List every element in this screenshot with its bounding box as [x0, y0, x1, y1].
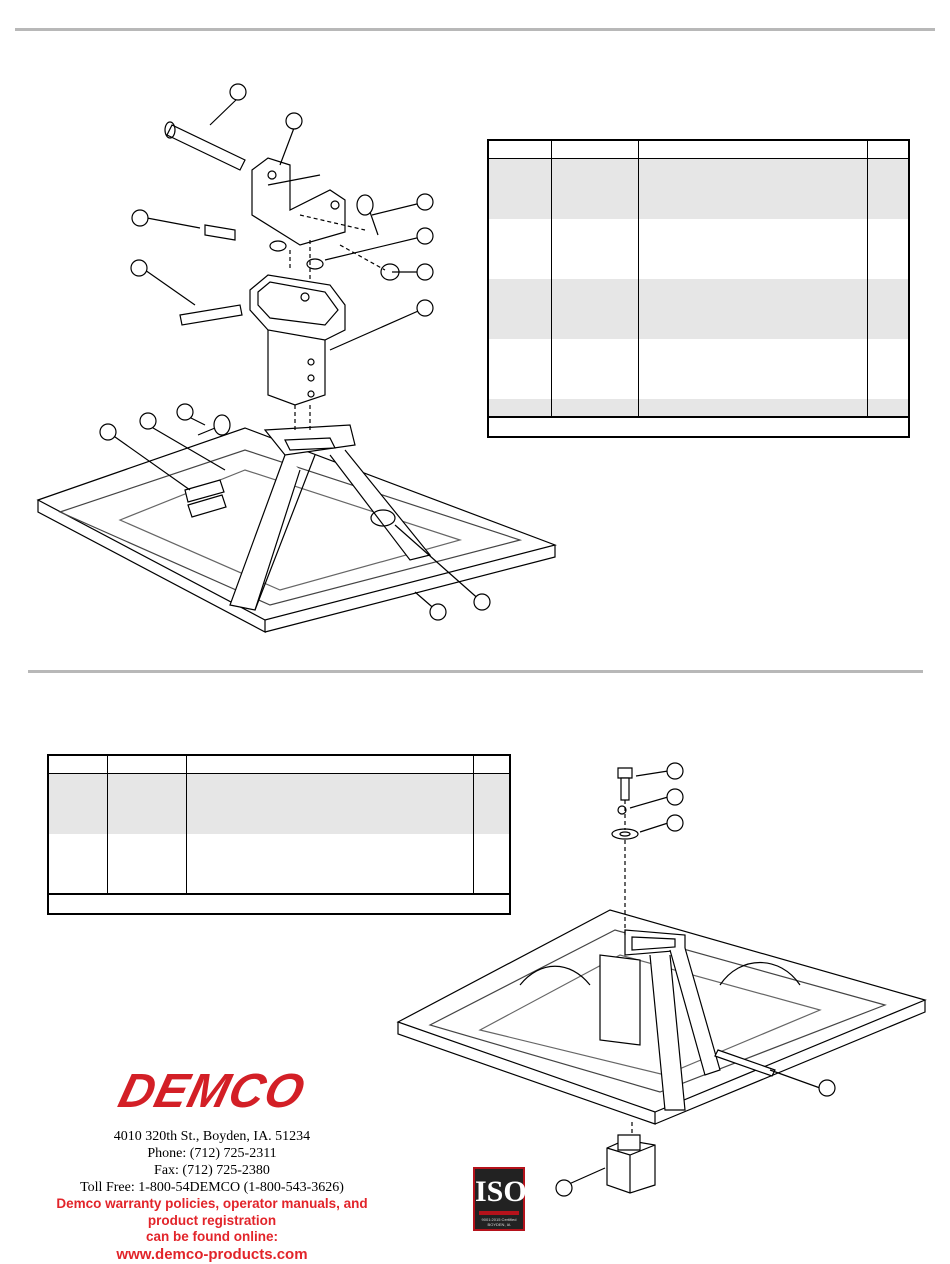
upper-assembly-diagram	[30, 80, 570, 640]
header-cell	[107, 754, 187, 774]
website-link[interactable]: www.demco-products.com	[116, 1245, 308, 1263]
header-cell	[186, 754, 474, 774]
iso-certified-text: 9001:2015 Certified	[481, 1217, 517, 1222]
header-cell	[47, 754, 108, 774]
warranty-note-line1: Demco warranty policies, operator manual…	[56, 1196, 368, 1228]
company-fax: Fax: (712) 725-2380	[154, 1163, 270, 1178]
table-row	[487, 158, 910, 219]
top-divider	[15, 28, 935, 31]
header-cell	[638, 139, 868, 159]
company-address: 4010 320th St., Boyden, IA. 51234	[113, 1129, 311, 1144]
header-cell	[473, 754, 511, 774]
table-footer-row	[487, 415, 910, 437]
company-footer: DEMCO 4010 320th St., Boyden, IA. 51234 …	[30, 1065, 394, 1264]
table-row	[487, 338, 910, 399]
table-row	[487, 398, 910, 417]
table-row	[487, 218, 910, 279]
iso-mark: ISO	[475, 1175, 527, 1208]
table-row	[47, 833, 511, 894]
upper-parts-table	[487, 139, 910, 438]
table-row	[47, 773, 511, 834]
header-cell	[867, 139, 910, 159]
iso-certification-badge: ISO 9001:2015 Certified BOYDEN, IA	[473, 1167, 527, 1231]
lower-assembly-diagram	[390, 755, 935, 1240]
company-toll-free: Toll Free: 1-800-54DEMCO (1-800-543-3626…	[80, 1180, 344, 1195]
iso-stripe	[479, 1211, 519, 1215]
lower-parts-table	[47, 754, 511, 915]
table-footer-row	[47, 892, 511, 914]
company-phone: Phone: (712) 725-2311	[147, 1146, 277, 1161]
warranty-note-line2: can be found online:	[146, 1229, 278, 1244]
header-cell	[551, 139, 639, 159]
header-cell	[487, 139, 552, 159]
iso-location-text: BOYDEN, IA	[487, 1222, 511, 1227]
table-row	[487, 278, 910, 339]
demco-logo: DEMCO	[113, 1065, 311, 1118]
middle-divider	[28, 670, 923, 673]
